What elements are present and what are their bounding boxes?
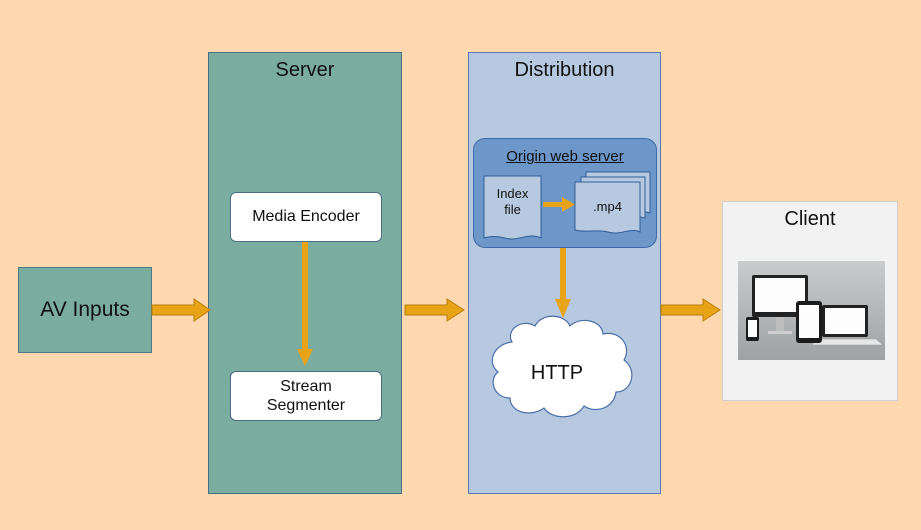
mp4-documents-icon xyxy=(574,171,651,234)
av-inputs-box: AV Inputs xyxy=(18,267,152,353)
arrow-origin-to-http xyxy=(555,248,571,318)
arrow-inputs-to-server xyxy=(151,298,211,322)
server-title: Server xyxy=(275,59,335,81)
arrow-server-to-distribution xyxy=(404,298,465,322)
av-inputs-label: AV Inputs xyxy=(40,298,130,321)
stream-segmenter-label-line1: Stream xyxy=(280,378,332,395)
laptop-icon xyxy=(811,305,884,346)
index-file-document-icon xyxy=(483,175,542,240)
stream-segmenter-label-line2: Segmenter xyxy=(266,397,346,414)
arrow-encoder-to-segmenter xyxy=(297,242,313,366)
index-file-label-line1: Index xyxy=(496,186,529,201)
devices-icon xyxy=(738,261,885,360)
http-cloud-icon xyxy=(491,315,633,418)
media-encoder-label: Media Encoder xyxy=(252,208,360,225)
tablet-icon xyxy=(796,301,822,343)
arrow-index-to-mp4 xyxy=(543,197,575,212)
media-encoder-box: Media Encoder xyxy=(230,192,382,242)
index-file-label: Index file xyxy=(484,186,541,218)
index-file-label-line2: file xyxy=(504,202,521,217)
mp4-label: .mp4 xyxy=(593,199,622,214)
arrow-distribution-to-client xyxy=(660,298,721,322)
client-title: Client xyxy=(784,208,836,230)
origin-web-server-title: Origin web server xyxy=(506,148,624,165)
stream-segmenter-box: Stream Segmenter xyxy=(230,371,382,421)
http-label: HTTP xyxy=(530,362,584,384)
phone-icon xyxy=(746,317,759,341)
distribution-title: Distribution xyxy=(514,59,615,81)
